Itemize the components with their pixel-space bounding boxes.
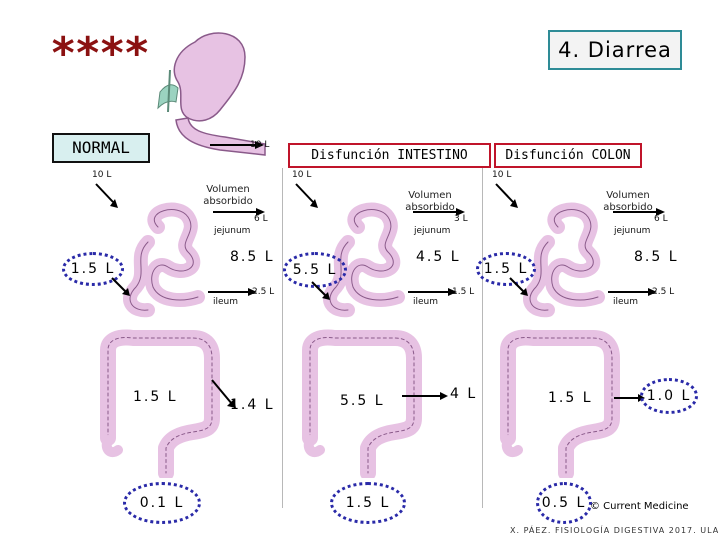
- small-intestine-intestino: [295, 183, 465, 318]
- footer-text: X. PÁEZ. FISIOLOGÍA DIGESTIVA 2017. ULA: [510, 526, 720, 535]
- source-credit: © Current Medicine: [590, 501, 689, 512]
- ileum-label: ileum: [613, 297, 639, 307]
- column-separator: [482, 168, 483, 508]
- small-intestine-input-label: 10 L: [92, 170, 112, 180]
- intestino-to-colon-value: 5.5 L: [292, 262, 338, 278]
- normal-absorbed-si: 8.5 L: [230, 249, 275, 265]
- colon-colon-absorbed-value: 1.0 L: [646, 388, 692, 404]
- volumen-absorbido-label: Volumen absorbido: [603, 190, 653, 213]
- colon-colon-absorbed-ring: 1.0 L: [640, 378, 698, 414]
- colon-colon-in: 1.5 L: [548, 390, 593, 406]
- jejunum-out-label: 3 L: [454, 214, 468, 224]
- intestino-absorbed-si: 4.5 L: [416, 249, 461, 265]
- jejunum-label: jejunum: [614, 226, 651, 236]
- ileum-out-label: 1.5 L: [452, 287, 475, 297]
- normal-to-colon-arrow: [111, 277, 130, 296]
- normal-label: NORMAL: [52, 133, 150, 163]
- normal-feces-value: 0.1 L: [139, 495, 185, 511]
- small-intestine-colon: [495, 183, 665, 318]
- colon-to-colon-ring: 1.5 L: [476, 252, 536, 286]
- column-separator: [282, 168, 283, 508]
- normal-colon-absorbed-arrow: [211, 379, 236, 408]
- small-intestine-normal: [95, 183, 265, 318]
- intestino-to-colon-arrow: [311, 281, 330, 300]
- normal-feces-ring: 0.1 L: [123, 482, 201, 524]
- intestino-to-colon-ring: 5.5 L: [283, 252, 347, 288]
- ileum-label: ileum: [413, 297, 439, 307]
- colon-intestino: [302, 329, 422, 478]
- normal-colon-absorbed: 1.4 L: [230, 397, 275, 413]
- normal-colon-in: 1.5 L: [133, 389, 178, 405]
- small-intestine-input-label: 10 L: [292, 170, 312, 180]
- volumen-absorbido-label: Volumen absorbido: [405, 190, 455, 213]
- normal-to-colon-value: 1.5 L: [70, 261, 116, 277]
- volumen-absorbido-label: Volumen absorbido: [203, 184, 253, 207]
- ileum-out-label: 2.5 L: [652, 287, 675, 297]
- stomach-illustration: [157, 32, 266, 156]
- stomach-input-label: 10 L: [250, 140, 270, 150]
- rating-stars: ****: [50, 28, 150, 79]
- ileum-out-label: 2.5 L: [252, 287, 275, 297]
- small-intestine-input-label: 10 L: [492, 170, 512, 180]
- intestino-colon-absorbed-arrow: [402, 392, 448, 400]
- colon-colon: [500, 329, 620, 478]
- normal-to-colon-ring: 1.5 L: [62, 252, 124, 286]
- colon-feces-value: 0.5 L: [541, 495, 587, 511]
- jejunum-out-label: 6 L: [654, 214, 668, 224]
- colon-panel-title: Disfunción COLON: [494, 143, 642, 168]
- colon-normal: [100, 329, 220, 478]
- slide-title: 4. Diarrea: [548, 30, 682, 70]
- jejunum-label: jejunum: [414, 226, 451, 236]
- intestino-colon-in: 5.5 L: [340, 393, 385, 409]
- colon-absorbed-si: 8.5 L: [634, 249, 679, 265]
- intestino-panel-title: Disfunción INTESTINO: [288, 143, 491, 168]
- jejunum-label: jejunum: [214, 226, 251, 236]
- intestino-feces-value: 1.5 L: [345, 495, 391, 511]
- colon-to-colon-value: 1.5 L: [483, 261, 529, 277]
- intestino-colon-absorbed: 4 L: [450, 386, 478, 402]
- intestino-feces-ring: 1.5 L: [330, 482, 406, 524]
- ileum-label: ileum: [213, 297, 239, 307]
- jejunum-out-label: 6 L: [254, 214, 268, 224]
- colon-feces-ring: 0.5 L: [536, 482, 592, 524]
- colon-to-colon-arrow: [509, 277, 528, 296]
